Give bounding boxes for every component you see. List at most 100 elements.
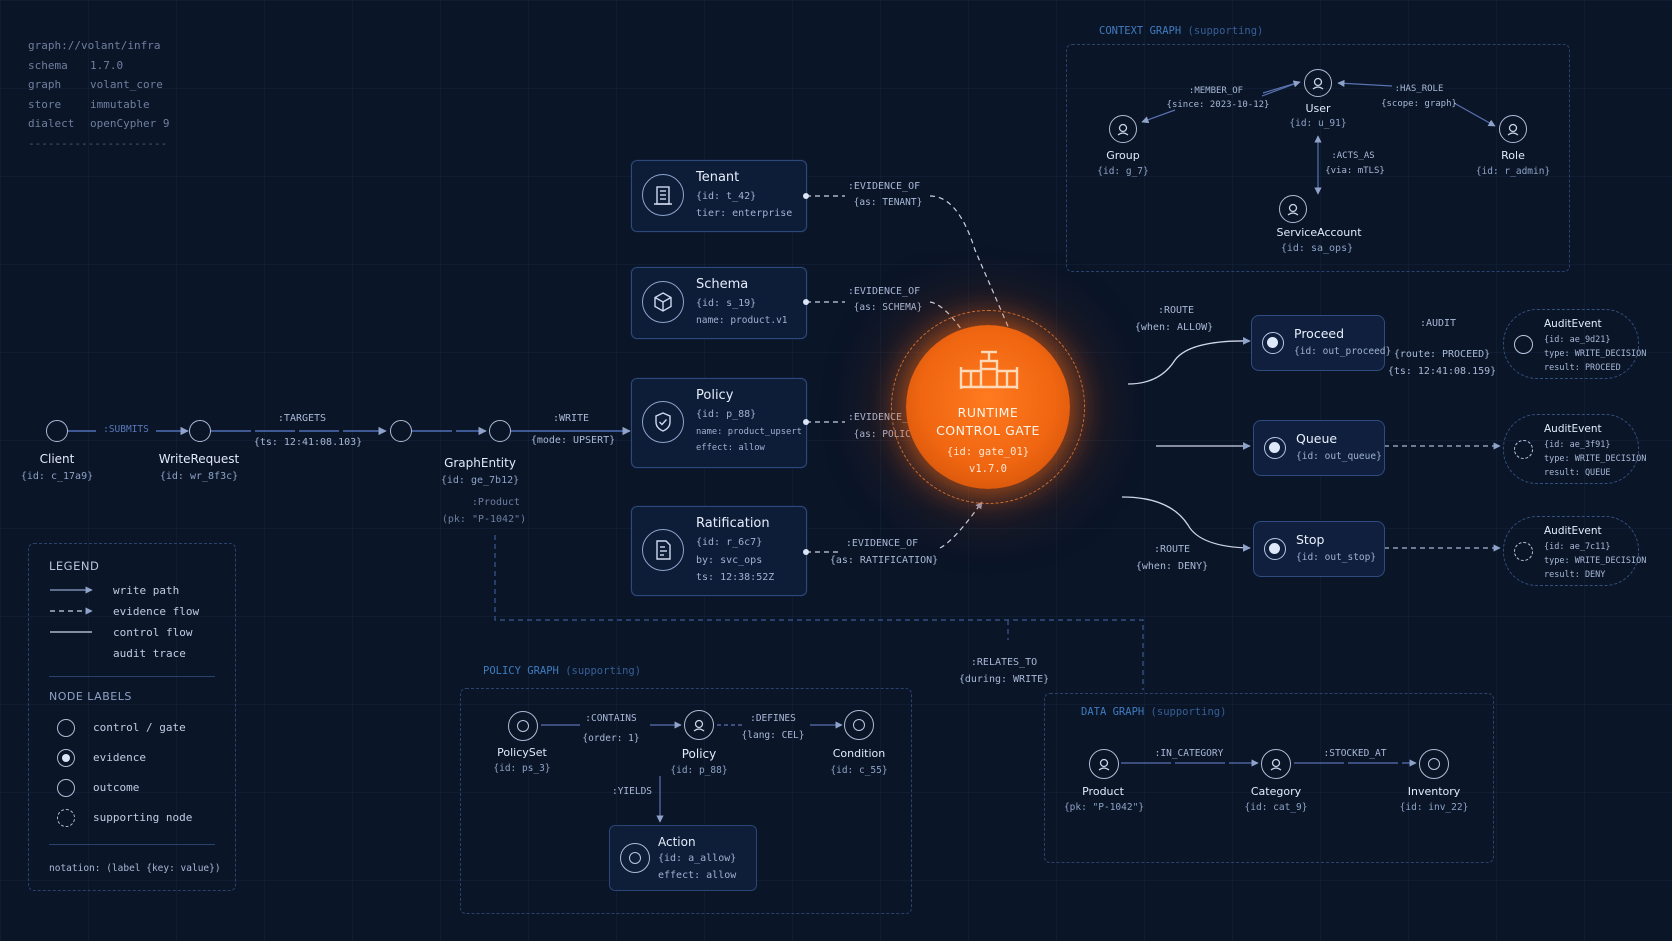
evidence-card-tenant[interactable]: Tenant {id: t_42} tier: enterprise — [631, 160, 807, 232]
client-id: {id: c_17a9} — [20, 471, 94, 482]
port-dot — [803, 299, 809, 305]
edge-member-of-head — [1262, 80, 1301, 94]
outcome-name: Queue — [1296, 431, 1338, 446]
service-account-node[interactable] — [1279, 195, 1307, 223]
meta-value: 1.7.0 — [90, 58, 124, 72]
group-name: Group — [1106, 149, 1140, 162]
edge-label-targets: :TARGETS — [277, 413, 327, 424]
edge-label-in-category: :IN_CATEGORY — [1154, 748, 1224, 759]
group-node[interactable] — [1109, 115, 1137, 143]
audit-title: AuditEvent — [1544, 423, 1602, 435]
section-title: POLICY GRAPH — [483, 665, 559, 677]
audit-ring — [1514, 335, 1533, 354]
legend-outcome-ring — [57, 779, 75, 797]
category-name: Category — [1250, 785, 1302, 798]
outcome-name: Proceed — [1294, 326, 1345, 341]
edge-label-relates-to: :RELATES_TO — [970, 657, 1038, 668]
service-account-name: ServiceAccount — [1276, 226, 1362, 239]
edge-has-role-a — [1337, 79, 1393, 87]
edge-label-relates-to-during: {during: WRITE} — [958, 674, 1050, 685]
policyset-node[interactable] — [508, 711, 538, 741]
legend-control-ring — [57, 719, 75, 737]
port-dot — [803, 193, 809, 199]
legend-notation: notation: (label {key: value}) — [49, 863, 221, 874]
legend-node-item: evidence — [93, 751, 146, 764]
port-dot — [803, 419, 809, 425]
section-sub: (supporting) — [1187, 25, 1264, 37]
write-request-node[interactable] — [189, 420, 211, 442]
evidence-title: Ratification — [696, 516, 770, 531]
user-node[interactable] — [1304, 69, 1332, 97]
write-request-name: WriteRequest — [158, 452, 240, 466]
policy-graph-region — [460, 688, 912, 914]
audit-event-queue[interactable]: AuditEvent {id: ae_3f91} type: WRITE_DEC… — [1503, 414, 1646, 484]
client-node[interactable] — [46, 420, 68, 442]
audit-ring — [1514, 440, 1533, 459]
valve-icon — [957, 349, 1021, 397]
meta-value: immutable — [90, 97, 150, 111]
runtime-control-gate[interactable]: RUNTIME CONTROL GATE {id: gate_01} v1.7.… — [906, 325, 1070, 489]
edge-label-evidence: :EVIDENCE_OF — [847, 181, 921, 192]
action-card[interactable]: Action {id: a_allow} effect: allow — [609, 825, 757, 891]
evidence-card-schema[interactable]: Schema {id: s_19} name: product.v1 — [631, 267, 807, 339]
edge-label-has-role: :HAS_ROLE — [1394, 84, 1444, 94]
intermediate-node[interactable] — [390, 420, 412, 442]
legend-nodes-title: NODE LABELS — [49, 690, 132, 703]
outcome-queue[interactable]: Queue {id: out_queue} — [1253, 420, 1385, 476]
edge-label-evidence: :EVIDENCE_OF — [847, 412, 921, 423]
product-node[interactable] — [1089, 749, 1119, 779]
graph-entity-label: :Product — [471, 497, 521, 508]
edge-label-write: :WRITE — [552, 413, 590, 424]
evidence-card-policy[interactable]: Policy {id: p_88} name: product_upsert e… — [631, 378, 807, 468]
audit-result: result: DENY — [1544, 570, 1606, 580]
edge-evidence-tenant — [806, 195, 1013, 338]
person-icon — [1286, 201, 1300, 220]
legend-node-item: supporting node — [93, 811, 193, 824]
evidence-line: {id: p_88} — [696, 409, 757, 420]
legend-title: LEGEND — [49, 559, 100, 573]
context-graph-title: CONTEXT GRAPH (supporting) — [1099, 25, 1263, 37]
inventory-node[interactable] — [1419, 749, 1449, 779]
outcome-dot — [1264, 437, 1286, 459]
outcome-proceed[interactable]: Proceed {id: out_proceed} — [1251, 315, 1391, 371]
category-node[interactable] — [1261, 749, 1291, 779]
role-id: {id: r_admin} — [1475, 166, 1551, 177]
role-node[interactable] — [1499, 115, 1527, 143]
edge-label-route-allow-when: {when: ALLOW} — [1134, 322, 1214, 333]
policy-node[interactable] — [684, 710, 714, 740]
control-edges — [1121, 336, 1251, 552]
audit-event-proceed[interactable]: AuditEvent {id: ae_9d21} type: WRITE_DEC… — [1503, 309, 1646, 379]
legend-supporting-ring — [57, 809, 75, 827]
edge-label-audit: :AUDIT — [1419, 318, 1457, 329]
data-graph-region — [1044, 693, 1494, 863]
meta-value: openCypher 9 — [90, 117, 170, 130]
gate-id: {id: gate_01} — [946, 446, 1030, 458]
audit-type: type: WRITE_DECISION — [1544, 349, 1647, 359]
condition-node[interactable] — [844, 710, 874, 740]
legend-edge-item: write path — [113, 584, 180, 597]
meta-key: schema — [28, 58, 68, 72]
edge-label-evidence-as: {as: SCHEMA} — [853, 302, 923, 313]
audit-event-stop[interactable]: AuditEvent {id: ae_7c11} type: WRITE_DEC… — [1503, 516, 1646, 586]
edge-route-deny — [1121, 496, 1251, 552]
audit-type: type: WRITE_DECISION — [1544, 454, 1647, 464]
policy-name: Policy — [681, 747, 717, 761]
audit-title: AuditEvent — [1544, 318, 1602, 330]
edge-label-route-deny-when: {when: DENY} — [1135, 561, 1209, 572]
edge-label-acts-as: :ACTS_AS — [1331, 151, 1375, 161]
evidence-line: by: svc_ops — [696, 555, 763, 566]
cube-icon — [642, 281, 684, 323]
graph-entity-node[interactable] — [489, 420, 511, 442]
outcome-id: {id: out_proceed} — [1294, 346, 1392, 357]
section-title: DATA GRAPH — [1081, 706, 1145, 718]
evidence-line: {id: t_42} — [696, 191, 757, 202]
legend-edge-item: audit trace — [113, 647, 186, 660]
action-effect: effect: allow — [658, 870, 737, 881]
section-title: CONTEXT GRAPH — [1099, 25, 1182, 37]
node-inner — [1428, 758, 1440, 770]
outcome-stop[interactable]: Stop {id: out_stop} — [1253, 521, 1385, 577]
evidence-card-ratification[interactable]: Ratification {id: r_6c7} by: svc_ops ts:… — [631, 506, 807, 596]
evidence-line: {id: r_6c7} — [696, 537, 763, 548]
edge-label-yields: :YIELDS — [611, 786, 653, 797]
